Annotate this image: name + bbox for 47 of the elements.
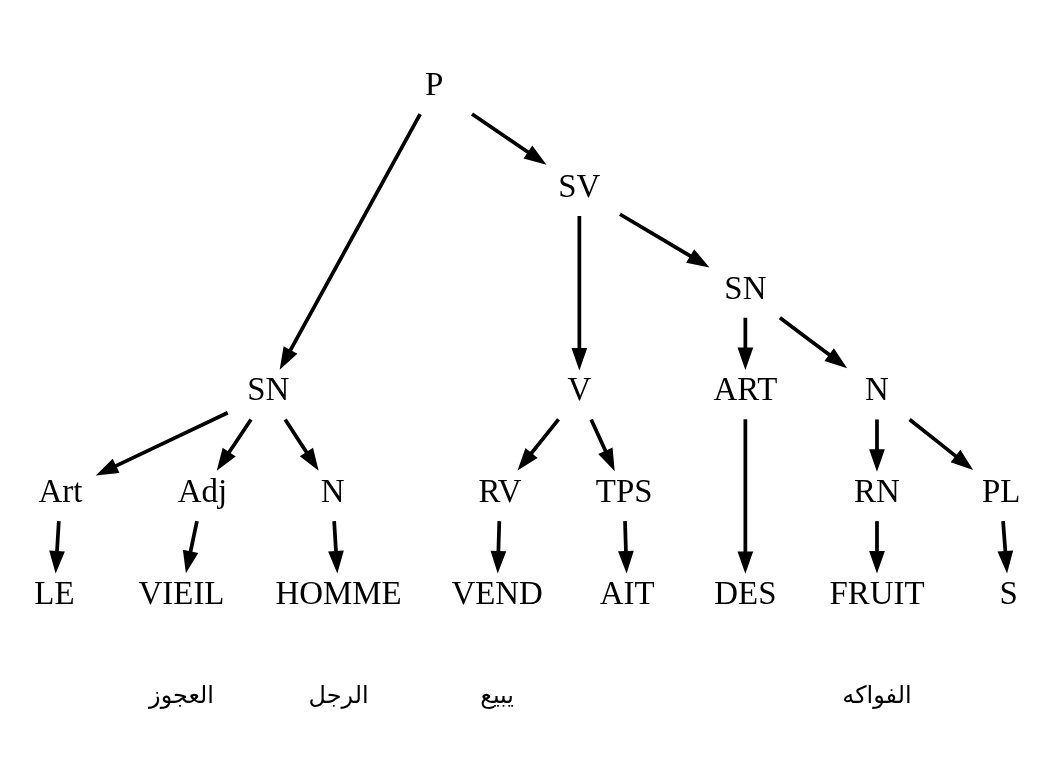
node-text: ART (713, 371, 778, 408)
node-text: Adj (177, 473, 228, 510)
arrow (95, 411, 229, 476)
arrow (908, 417, 974, 470)
arrow (49, 521, 65, 574)
node-text: N (865, 371, 889, 408)
node-text: N (320, 473, 345, 510)
arrow (737, 419, 754, 574)
node-text: V (567, 371, 592, 408)
arrow (737, 317, 754, 371)
arrow (778, 316, 848, 369)
arrow (328, 521, 344, 574)
node-text: AIT (599, 574, 655, 611)
arrow (618, 521, 634, 574)
node-text: PL (981, 473, 1021, 510)
node-text: FRUIT (829, 574, 925, 611)
node-text: TPS (595, 473, 653, 510)
node-text: S (999, 574, 1018, 611)
node-text: P (425, 66, 444, 103)
arrow (216, 418, 253, 471)
arrow (997, 521, 1014, 574)
arrow (619, 212, 710, 268)
node-text: SN (724, 269, 767, 306)
node-text: DES (714, 574, 777, 611)
arrow (571, 215, 588, 371)
node-text: LE (34, 574, 75, 611)
arrow (869, 419, 885, 472)
arrow (279, 113, 422, 370)
arrow (517, 418, 560, 471)
node-text: VIEIL (138, 574, 225, 611)
arrow (470, 112, 547, 165)
arrow (869, 521, 885, 574)
arrow (182, 520, 199, 574)
node-text: RN (854, 473, 900, 510)
label: الفواكه (842, 680, 912, 709)
label: يبيع (480, 680, 515, 709)
arrow (490, 521, 507, 574)
node-text: SV (558, 167, 601, 204)
node-text: SN (247, 371, 290, 408)
arrow (589, 418, 615, 472)
node-text: RV (478, 473, 522, 510)
node-text: HOMME (275, 574, 402, 611)
label: العجوز (149, 680, 214, 709)
node-text: VEND (451, 574, 543, 611)
arrow (283, 418, 319, 471)
label: الرجل (308, 680, 369, 709)
node-text: Art (38, 473, 83, 510)
